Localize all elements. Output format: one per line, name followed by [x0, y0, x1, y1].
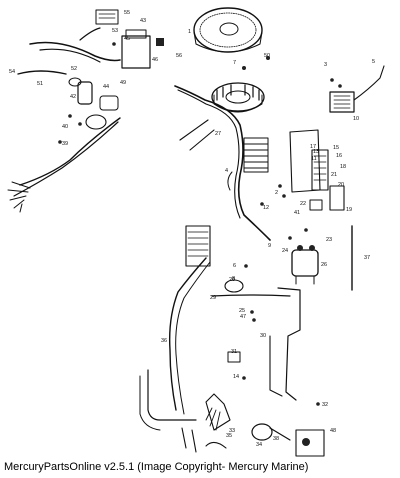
part-number-8: 8: [232, 276, 235, 282]
part-number-37: 37: [364, 255, 370, 261]
part-number-32: 32: [322, 402, 328, 408]
part-number-56: 56: [176, 53, 182, 59]
switch-box: [95, 9, 164, 69]
wiring-harness-left: [7, 117, 121, 213]
part-number-36: 36: [161, 338, 167, 344]
part-number-39: 39: [62, 141, 68, 147]
flywheel: [193, 7, 263, 53]
part-number-38: 38: [273, 436, 279, 442]
part-number-12: 12: [263, 205, 269, 211]
part-number-9: 9: [268, 243, 271, 249]
part-number-26: 26: [321, 262, 327, 268]
part-number-22: 22: [300, 201, 306, 207]
part-number-50: 50: [264, 53, 270, 59]
part-number-5: 5: [372, 59, 375, 65]
part-number-46: 46: [152, 57, 158, 63]
part-number-30: 30: [260, 333, 266, 339]
part-number-40: 40: [62, 124, 68, 130]
part-number-6: 6: [233, 263, 236, 269]
part-number-18: 18: [340, 164, 346, 170]
part-number-31: 31: [231, 349, 237, 355]
starter-solenoid: [291, 245, 319, 285]
part-number-14: 14: [233, 374, 239, 380]
stator: [211, 82, 265, 113]
part-number-16: 16: [336, 153, 342, 159]
ignition-coil: [68, 77, 119, 130]
copyright-caption: MercuryPartsOnline v2.5.1 (Image Copyrig…: [4, 461, 309, 473]
part-number-55: 55: [124, 10, 130, 16]
part-number-49: 49: [120, 80, 126, 86]
part-number-3: 3: [324, 62, 327, 68]
part-number-17: 17: [310, 144, 316, 150]
part-number-20: 20: [338, 182, 344, 188]
part-number-54: 54: [9, 69, 15, 75]
part-number-42: 42: [70, 94, 76, 100]
part-number-10: 10: [353, 116, 359, 122]
part-number-2: 2: [275, 190, 278, 196]
part-number-7: 7: [233, 60, 236, 66]
part-number-53: 53: [112, 28, 118, 34]
battery-cable: [269, 225, 353, 401]
fasteners: [58, 42, 342, 406]
part-number-29: 29: [210, 295, 216, 301]
part-number-43: 43: [140, 18, 146, 24]
part-number-33: 33: [229, 428, 235, 434]
starter-solenoid-bracket: [289, 129, 345, 211]
part-number-35: 35: [226, 433, 232, 439]
remote-control-harness: [139, 225, 211, 453]
main-harness: [174, 85, 271, 241]
part-number-24: 24: [282, 248, 288, 254]
part-number-34: 34: [256, 442, 262, 448]
part-number-11: 11: [311, 156, 317, 162]
part-number-41: 41: [294, 210, 300, 216]
part-number-51: 51: [37, 81, 43, 87]
rectifier: [329, 65, 385, 113]
part-labels: 1234567891011121314151617181920212223242…: [9, 10, 375, 448]
part-number-44: 44: [103, 84, 109, 90]
spark-plug-leads: [17, 27, 121, 75]
part-number-45: 45: [124, 36, 130, 42]
part-number-15: 15: [333, 145, 339, 151]
part-number-21: 21: [331, 172, 337, 178]
part-number-47: 47: [240, 314, 246, 320]
part-number-52: 52: [71, 66, 77, 72]
part-number-48: 48: [330, 428, 336, 434]
part-number-25: 25: [239, 308, 245, 314]
part-number-1: 1: [188, 29, 191, 35]
part-number-19: 19: [346, 207, 352, 213]
ignition-switch: [205, 279, 325, 457]
part-number-27: 27: [215, 131, 221, 137]
part-number-23: 23: [326, 237, 332, 243]
part-number-28: 28: [229, 277, 235, 283]
part-number-13: 13: [313, 149, 319, 155]
part-number-4: 4: [225, 168, 228, 174]
